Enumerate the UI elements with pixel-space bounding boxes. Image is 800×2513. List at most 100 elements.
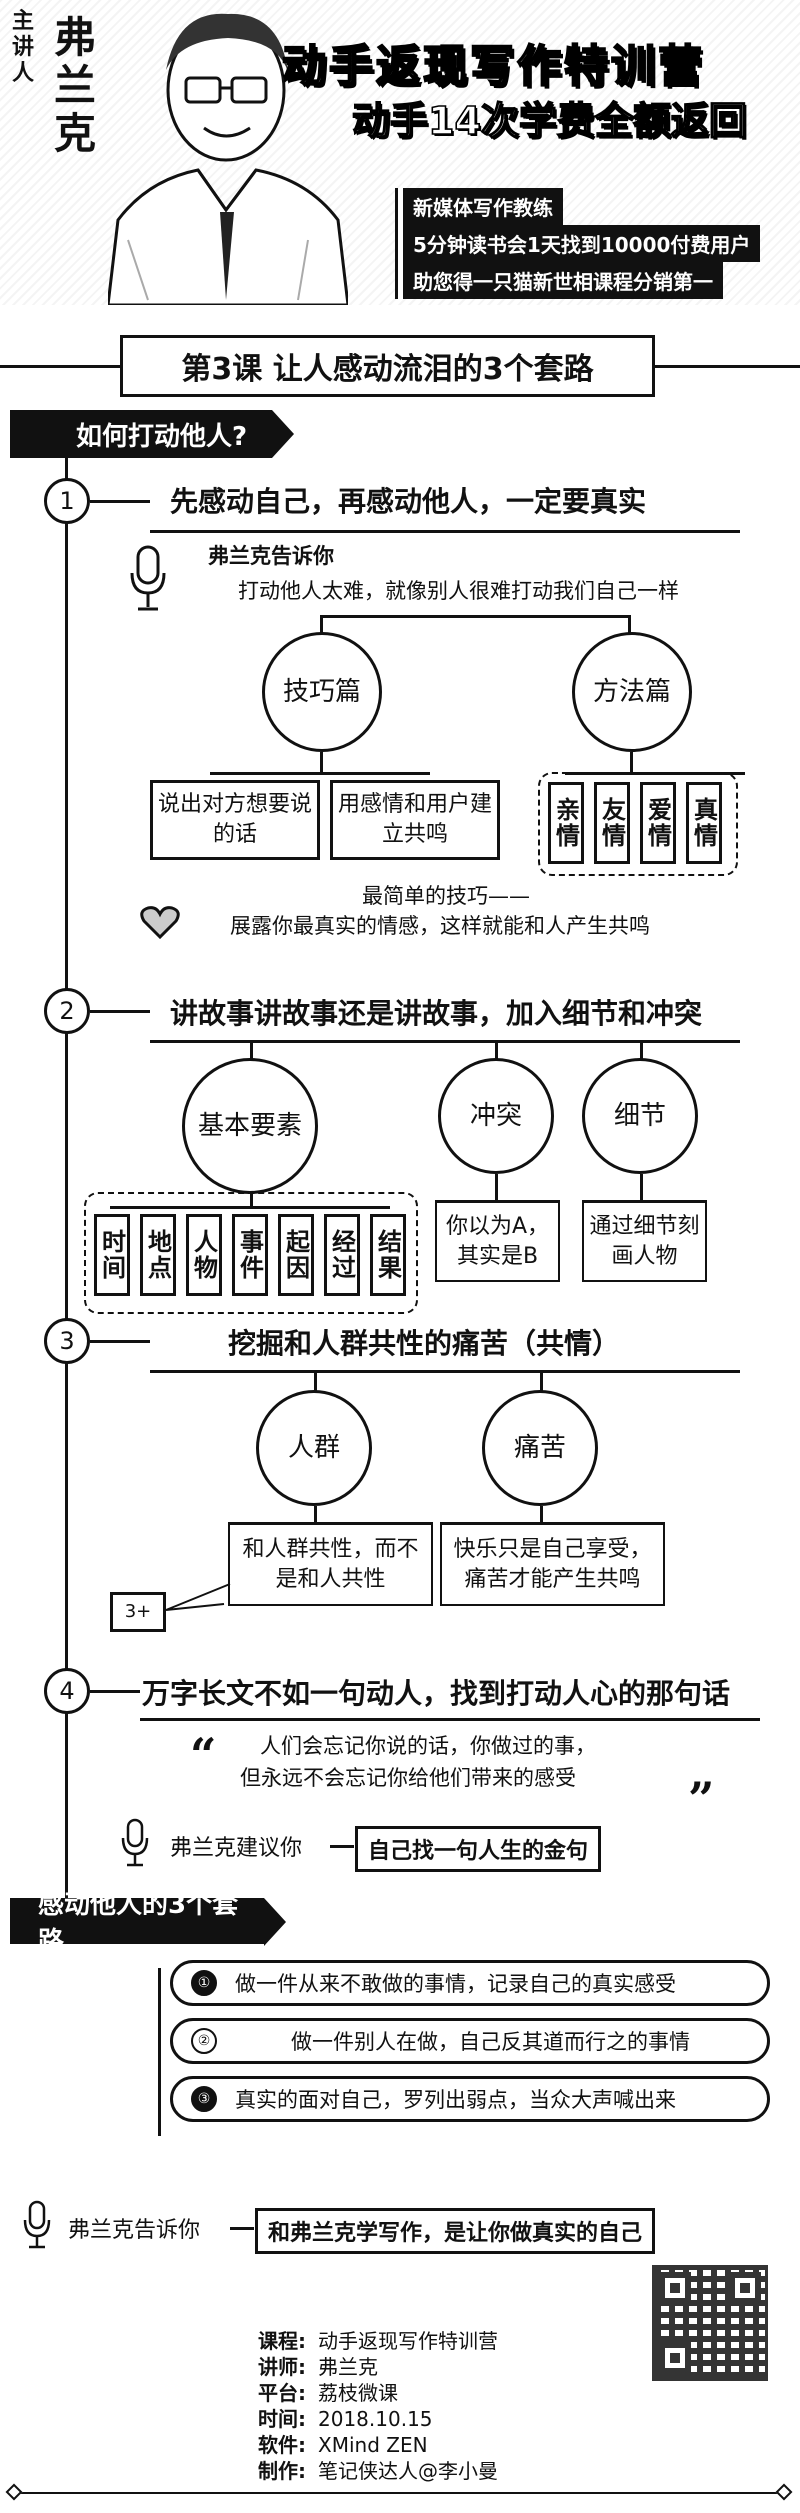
section-tab-how-to-move: 如何打动他人?	[10, 410, 294, 458]
meta-value: 弗兰克	[318, 2355, 378, 2379]
rule-text: 做一件从来不敢做的事情，记录自己的真实感受	[235, 1972, 676, 1996]
tag-item: 助您得一只猫新世相课程分销第一	[398, 262, 723, 299]
meta-row: 平台:荔枝微课	[258, 2380, 398, 2406]
rule-item: ② 做一件别人在做，自己反其道而行之的事情	[170, 2018, 770, 2064]
tag-item: 新媒体写作教练	[398, 188, 563, 225]
meta-row: 软件: XMind ZEN	[258, 2432, 428, 2458]
element-item: 人物	[186, 1214, 222, 1296]
node-basic-elements: 基本要素	[182, 1058, 318, 1194]
host-name: 弗兰克	[53, 13, 96, 158]
step1-intro: 打动他人太难，就像别人很难打动我们自己一样	[238, 579, 679, 603]
meta-value: 动手返现写作特训营	[318, 2329, 498, 2353]
connector	[90, 1010, 150, 1013]
step-title: 万字长文不如一句动人，找到打动人心的那句话	[142, 1677, 731, 1710]
connector	[330, 1845, 354, 1848]
lesson-title: 第3课 让人感动流泪的3个套路	[120, 335, 655, 397]
connector	[640, 1040, 643, 1060]
connector	[495, 1174, 498, 1202]
meta-key: 讲师:	[258, 2355, 306, 2379]
connector	[210, 772, 430, 775]
connector	[90, 1340, 150, 1343]
rule-number: ③	[191, 2086, 217, 2112]
rule-text: 真实的面对自己，罗列出弱点，当众大声喊出来	[235, 2088, 676, 2112]
timeline-line	[65, 458, 68, 1918]
node-crowd: 人群	[256, 1390, 372, 1506]
connector	[628, 615, 631, 635]
meta-value: 2018.10.15	[318, 2407, 433, 2431]
quote-line-2: 但永远不会忘记你给他们带来的感受	[240, 1766, 576, 1790]
badge: 3+	[110, 1592, 166, 1632]
meta-row: 时间: 2018.10.15	[258, 2406, 433, 2432]
connector	[250, 1194, 253, 1208]
step-title: 挖掘和人群共性的痛苦（共情）	[228, 1327, 621, 1360]
method-group	[538, 772, 738, 876]
underline	[150, 530, 740, 533]
element-item: 事件	[232, 1214, 268, 1296]
qr-code	[652, 2265, 768, 2381]
tag-item: 5分钟读书会1天找到10000付费用户	[398, 225, 761, 262]
meta-value: XMind ZEN	[318, 2433, 428, 2457]
meta-value: 笔记侠达人@李小曼	[318, 2459, 498, 2483]
skill-item: 说出对方想要说的话	[150, 780, 320, 860]
elements-group	[84, 1192, 418, 1314]
meta-value: 荔枝微课	[318, 2381, 398, 2405]
connector	[90, 1690, 140, 1693]
method-item: 真情	[686, 782, 722, 864]
rule-item: ③ 真实的面对自己，罗列出弱点，当众大声喊出来	[170, 2076, 770, 2122]
section-title: 感动他人的3个套路	[38, 1890, 239, 1957]
closing-label: 弗兰克告诉你	[68, 2218, 201, 2243]
meta-key: 课程:	[258, 2329, 306, 2353]
diamond-icon	[775, 2483, 793, 2501]
element-item: 时间	[94, 1214, 130, 1296]
node-conflict: 冲突	[438, 1058, 554, 1174]
lesson-line-right	[655, 365, 800, 368]
rule-item: ① 做一件从来不敢做的事情，记录自己的真实感受	[170, 1960, 770, 2006]
franck-says-label: 弗兰克告诉你	[208, 544, 334, 568]
connector	[314, 1370, 317, 1392]
bracket-line	[158, 1968, 161, 2136]
connector	[540, 1506, 543, 1524]
step-number-4: 4	[44, 1668, 90, 1714]
connector	[630, 752, 633, 774]
tip-line-1: 最简单的技巧——	[362, 884, 530, 908]
connector	[540, 1370, 543, 1392]
underline	[140, 1718, 760, 1721]
suggest-label: 弗兰克建议你	[170, 1836, 303, 1861]
open-quote-icon: “	[190, 1728, 217, 1782]
method-item: 友情	[594, 782, 630, 864]
close-quote-icon: ”	[688, 1772, 715, 1826]
connector	[320, 752, 323, 774]
step-number-1: 1	[44, 478, 90, 524]
meta-row: 制作: 笔记侠达人@李小曼	[258, 2458, 498, 2484]
meta-key: 软件:	[258, 2433, 306, 2457]
method-item: 爱情	[640, 782, 676, 864]
connector	[320, 615, 323, 635]
element-item: 起因	[278, 1214, 314, 1296]
presenter-portrait	[108, 13, 348, 305]
step-number-3: 3	[44, 1318, 90, 1364]
heart-icon	[140, 906, 180, 939]
element-item: 地点	[140, 1214, 176, 1296]
connector	[90, 500, 150, 503]
meta-row: 课程: 动手返现写作特训营	[258, 2328, 498, 2354]
closing-value: 和弗兰克学写作，是让你做真实的自己	[255, 2208, 656, 2254]
meta-key: 制作:	[258, 2459, 306, 2483]
rule-number: ②	[191, 2028, 217, 2054]
qr-corner	[729, 2272, 761, 2304]
crowd-text: 和人群共性，而不是和人共性	[228, 1522, 433, 1606]
lesson-line-left	[0, 365, 120, 368]
method-item: 亲情	[548, 782, 584, 864]
host-label: 主讲人	[11, 8, 34, 86]
meta-key: 时间:	[258, 2407, 306, 2431]
banner-title: 动手返现写作特训营	[281, 40, 705, 93]
step-title: 先感动自己，再感动他人，一定要真实	[170, 485, 647, 518]
node-pain: 痛苦	[482, 1390, 598, 1506]
connector	[495, 1040, 498, 1060]
pointer-arrow	[165, 1583, 231, 1611]
connector	[320, 615, 630, 618]
rule-text: 做一件别人在做，自己反其道而行之的事情	[291, 2030, 690, 2054]
node-detail: 细节	[582, 1058, 698, 1174]
step-number-2: 2	[44, 988, 90, 1034]
connector	[230, 2227, 254, 2230]
banner-subtitle: 动手14次学费全额返回	[351, 98, 747, 144]
